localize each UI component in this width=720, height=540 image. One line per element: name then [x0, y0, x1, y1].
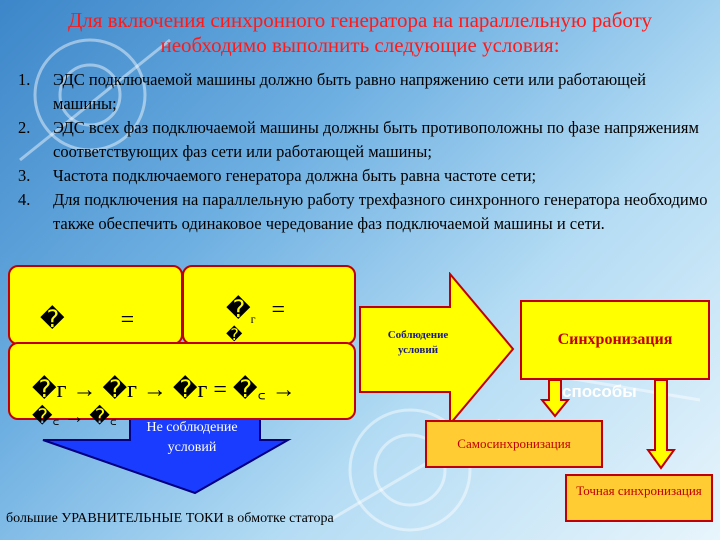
- methods-label: способы: [562, 382, 637, 401]
- formula-phase-line2: �꜀ → �꜀: [32, 406, 117, 428]
- formula-freq-right: �: [226, 327, 243, 344]
- formula-phase-line1: �г → �г → �г = �꜀ →: [32, 377, 296, 403]
- formula-box-phase-order: �г → �г → �г = �꜀ → �꜀ → �꜀: [8, 342, 356, 428]
- list-text: ЭДС подключаемой машины должно быть равн…: [53, 70, 647, 113]
- list-text: ЭДС всех фаз подключаемой машины должны …: [53, 118, 699, 161]
- list-item: 2. ЭДС всех фаз подключаемой машины долж…: [18, 116, 708, 164]
- bottom-note: большие УРАВНИТЕЛЬНЫЕ ТОКИ в обмотке ста…: [6, 511, 334, 526]
- list-text: Для подключения на параллельную работу т…: [53, 190, 708, 233]
- self-sync-box: Самосинхронизация: [425, 420, 603, 468]
- formula-equals: =: [120, 307, 135, 333]
- synchronization-label: Синхронизация: [557, 331, 673, 348]
- list-number: 2.: [18, 118, 31, 137]
- exact-sync-label: Точная синхронизация: [576, 483, 702, 498]
- list-item: 3. Частота подключаемого генератора долж…: [18, 164, 708, 188]
- formula-emf-symbol: �: [40, 307, 65, 333]
- right-arrow: [359, 272, 515, 427]
- list-number: 4.: [18, 190, 31, 209]
- formula-freq-symbol: �: [226, 297, 251, 323]
- list-item: 4. Для подключения на параллельную работ…: [18, 188, 708, 236]
- arrow-to-self-sync: [540, 380, 570, 418]
- exact-sync-box: Точная синхронизация: [565, 474, 713, 522]
- formula-equals: =: [271, 297, 286, 323]
- list-number: 1.: [18, 70, 31, 89]
- right-arrow-label: Соблюдение условий: [387, 329, 449, 356]
- list-number: 3.: [18, 166, 31, 185]
- formula-freq-sub: г: [250, 311, 256, 326]
- list-text: Частота подключаемого генератора должна …: [53, 166, 537, 185]
- list-item: 1. ЭДС подключаемой машины должно быть р…: [18, 68, 708, 116]
- arrow-to-exact-sync: [646, 380, 676, 470]
- formula-box-frequency: �г = �: [182, 265, 356, 345]
- synchronization-box: Синхронизация: [520, 300, 710, 380]
- conditions-list: 1. ЭДС подключаемой машины должно быть р…: [18, 68, 708, 236]
- self-sync-label: Самосинхронизация: [457, 436, 571, 451]
- down-arrow-label: Не соблюдение условий: [146, 420, 238, 455]
- slide-title: Для включения синхронного генератора на …: [67, 8, 653, 57]
- formula-box-emf: � =: [8, 265, 183, 345]
